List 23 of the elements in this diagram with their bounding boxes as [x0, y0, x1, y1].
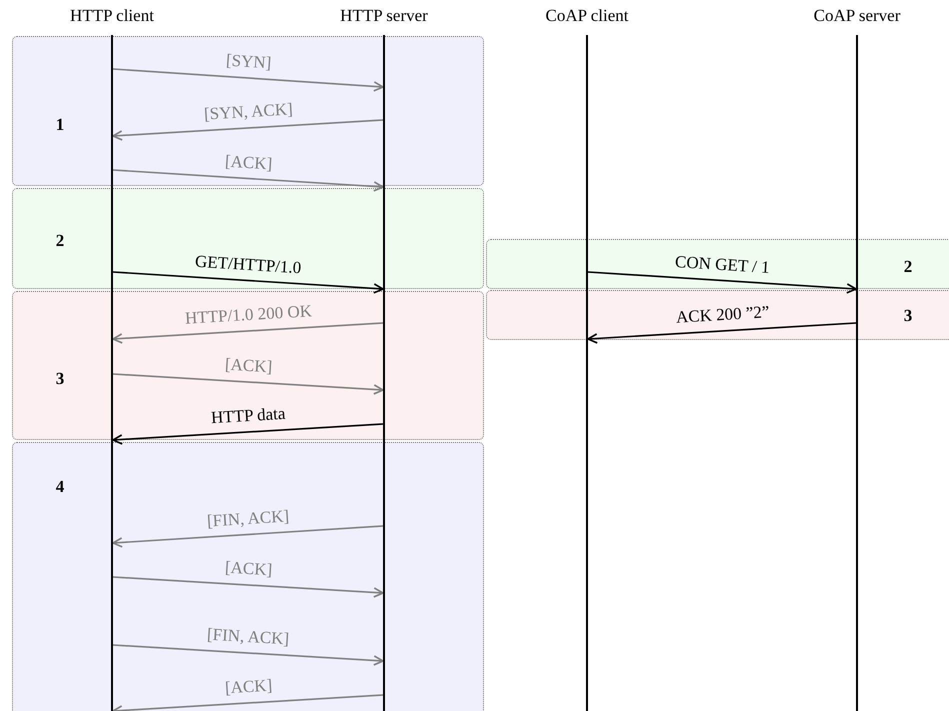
- message-label: ACK 200 ”2”: [675, 302, 770, 328]
- participant-label: HTTP server: [339, 6, 429, 26]
- message-label: [FIN, ACK]: [206, 506, 290, 532]
- message-label: GET/HTTP/1.0: [194, 251, 302, 278]
- message-label: CON GET / 1: [674, 252, 770, 278]
- participant-label: CoAP client: [544, 6, 630, 26]
- phase-number: 3: [56, 369, 64, 389]
- message-label: HTTP/1.0 200 OK: [184, 301, 312, 329]
- message-label: [ACK]: [224, 676, 272, 698]
- phase-number: 1: [56, 115, 64, 135]
- message-label: HTTP data: [210, 404, 286, 428]
- message-label: [ACK]: [224, 558, 272, 580]
- message-label: [SYN]: [224, 50, 272, 74]
- phase-number: 4: [56, 477, 64, 497]
- phase-number: 2: [56, 231, 64, 251]
- phase-number: 2: [904, 257, 912, 277]
- message-label: [ACK]: [224, 151, 272, 174]
- message-label: [SYN, ACK]: [203, 99, 293, 125]
- message-label: [ACK]: [224, 354, 272, 378]
- participant-label: HTTP client: [69, 6, 155, 26]
- message-label: [FIN, ACK]: [206, 624, 290, 650]
- phase-number: 3: [904, 306, 912, 326]
- participant-label: CoAP server: [812, 6, 902, 26]
